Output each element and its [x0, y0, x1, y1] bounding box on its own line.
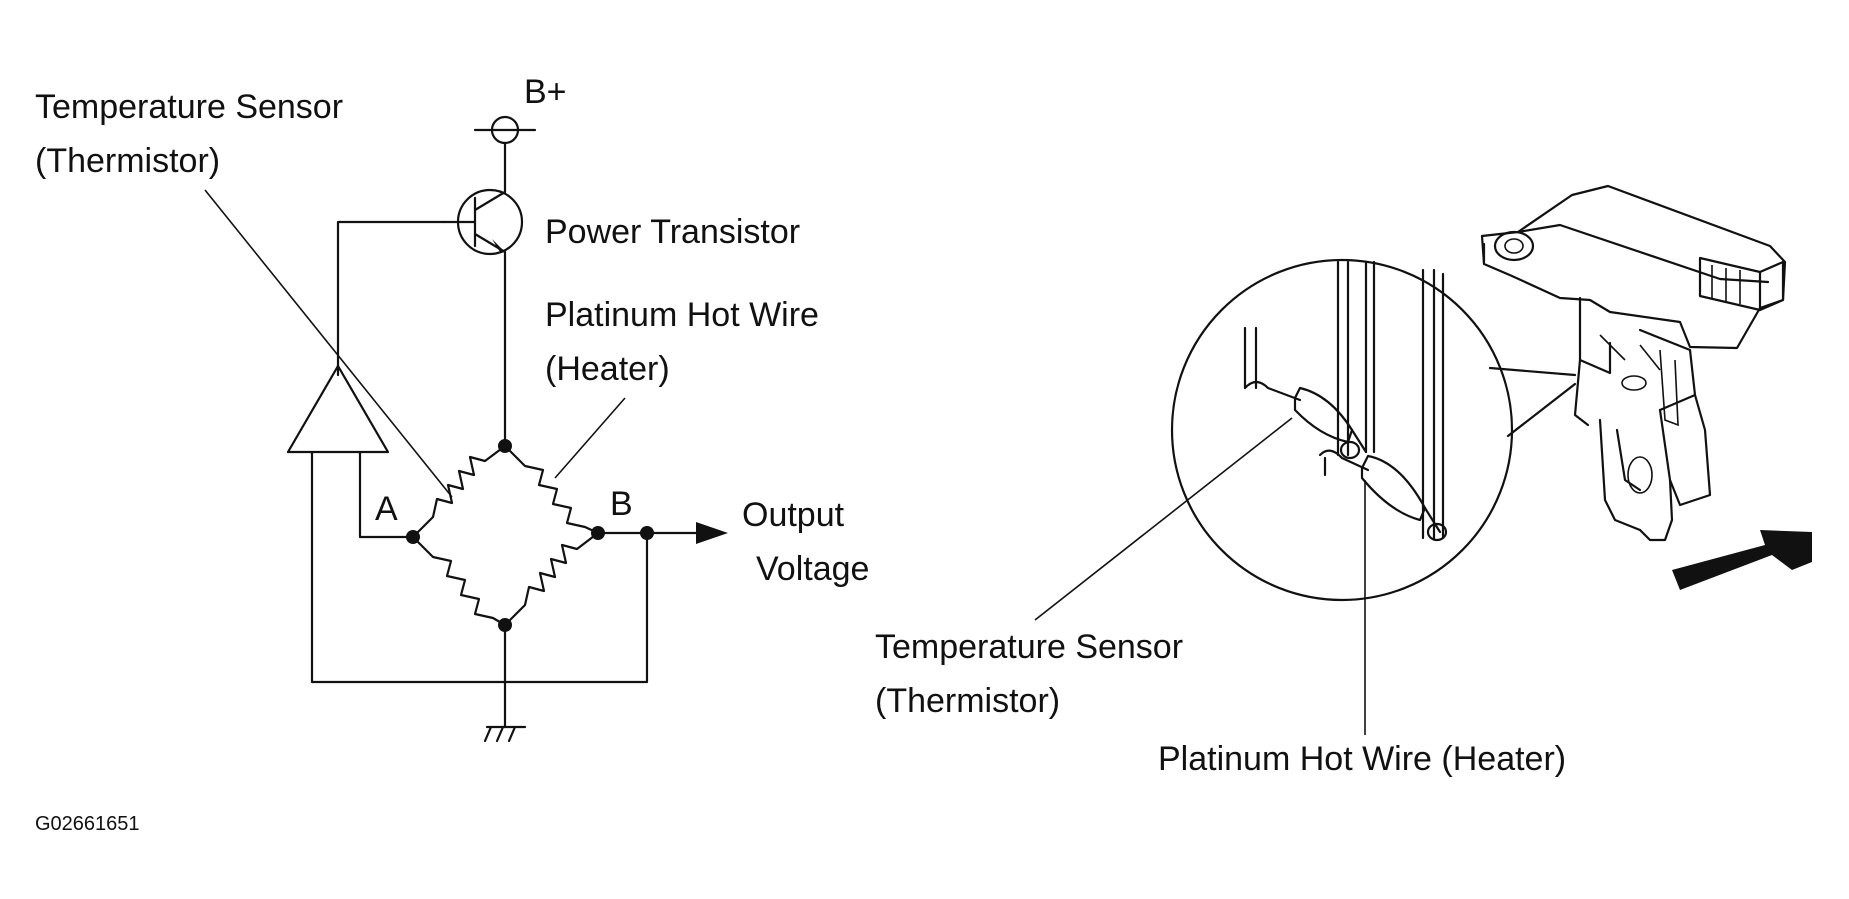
- power-transistor-label: Power Transistor: [545, 213, 800, 251]
- amplifier-icon: [286, 364, 390, 454]
- supply-terminal-icon: [473, 115, 537, 194]
- ground-icon: [483, 725, 527, 743]
- temp-sensor-label-line2: (Thermistor): [35, 142, 220, 180]
- node-a: [406, 530, 420, 544]
- temp-sensor-leader: [204, 189, 453, 498]
- hot-wire-label-line2: (Heater): [545, 350, 670, 388]
- airflow-arrow-icon: [1672, 530, 1812, 590]
- view-hot-wire-label: Platinum Hot Wire (Heater): [1158, 740, 1566, 778]
- node-top: [498, 439, 512, 453]
- figure-code: G02661651: [35, 813, 140, 835]
- supply-label: B+: [524, 73, 567, 111]
- output-label-line1: Output: [742, 496, 845, 534]
- output-label-line2: Voltage: [756, 550, 869, 588]
- magnified-detail: [1170, 258, 1577, 602]
- temp-sensor-label-line1: Temperature Sensor: [35, 88, 343, 126]
- thermistor-element: [1243, 380, 1368, 460]
- bridge-resistors: [411, 444, 600, 627]
- hot-wire-label-line1: Platinum Hot Wire: [545, 296, 819, 334]
- view-temp-sensor-label-line1: Temperature Sensor: [875, 628, 1183, 666]
- sensor-housing: [1480, 184, 1787, 542]
- circuit-schematic: B+ Temperature Sensor (Thermistor) Power…: [35, 73, 869, 743]
- node-a-label: A: [375, 490, 398, 528]
- node-b-label: B: [610, 485, 633, 523]
- sensor-illustration: Temperature Sensor (Thermistor) Platinum…: [875, 184, 1812, 778]
- view-temp-sensor-leader: [1034, 417, 1293, 621]
- view-temp-sensor-label-line2: (Thermistor): [875, 682, 1060, 720]
- transistor-icon: [441, 188, 524, 256]
- hot-wire-leader: [554, 397, 626, 479]
- hot-wire-element: [1318, 449, 1448, 542]
- output-arrow-icon: [696, 522, 728, 544]
